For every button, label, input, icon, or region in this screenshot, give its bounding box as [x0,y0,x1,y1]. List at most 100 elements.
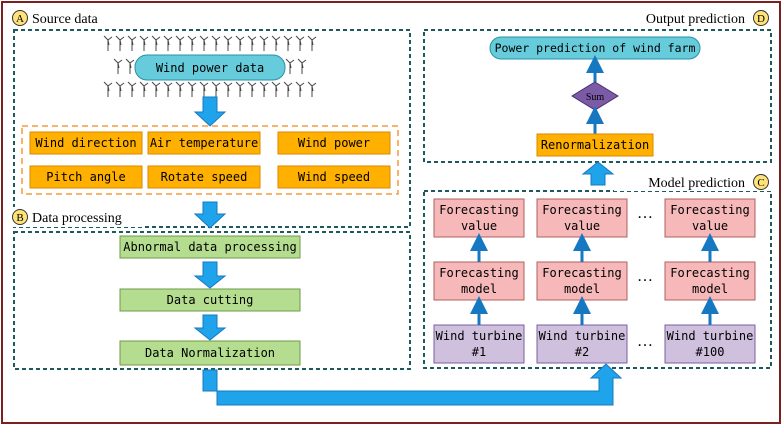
processing-section-frame [13,231,411,370]
model-section-frame [423,190,772,369]
turbine-icon [285,58,295,75]
wind-turbine-box [664,324,756,364]
turbine-icon [259,35,269,52]
forecast-model-line1: Forecasting [439,266,518,280]
turbine-icon [247,35,257,52]
source-section-frame [13,29,411,228]
label-letter-b: B [16,212,23,224]
turbine-icon [115,35,125,52]
turbine-icon [139,35,149,52]
feature-label: Wind power [298,136,370,150]
feature-box-bg [147,165,261,189]
turbine-icon [127,81,137,98]
feature-box-bg [277,165,391,189]
turbine-icon [283,35,293,52]
turbine-icon [151,81,161,98]
processing-step-label: Data cutting [167,293,254,307]
processing-step: Data Normalization [119,340,301,366]
label-circle-d [753,10,769,26]
turbine-icon [187,81,197,98]
forecast-value-line1: Forecasting [670,203,749,217]
feature-box: Wind power [277,131,391,155]
wind-power-data-label: Wind power data [156,61,264,75]
wind-turbine-line1: Wind turbine [539,329,626,343]
turbine-icon [175,81,185,98]
wind-turbine-box [536,324,628,364]
processing-step-arrow [193,261,227,289]
arrow-processing-to-model [202,363,623,406]
feature-box: Wind speed [277,165,391,189]
turbine-icon [247,81,257,98]
arrow-data-to-features [193,96,227,127]
ellipsis: … [637,333,653,350]
turbine-icon [295,35,305,52]
feature-box: Rotate speed [147,165,261,189]
feature-box-bg [277,131,391,155]
sum-label: Sum [586,92,605,103]
turbine-icon [211,35,221,52]
turbine-icon [187,35,197,52]
turbine-icon [125,58,135,75]
forecast-value-box [664,198,756,238]
label-letter-c: C [757,177,764,189]
wind-turbine-line2: #1 [472,345,486,359]
wind-turbine-line2: #100 [696,345,725,359]
turbine-icon [307,81,317,98]
feature-box-bg [29,165,143,189]
turbine-icon [259,81,269,98]
section-label-model: Model prediction C [614,173,776,191]
renormalization-label: Renormalization [541,138,649,152]
feature-boxes: Wind direction Air temperature Wind powerP… [29,131,391,189]
label-letter-a: A [16,13,24,25]
turbine-icon [283,81,293,98]
turbine-icon [223,81,233,98]
forecast-value-box [433,198,525,238]
wind-turbine-line2: #2 [575,345,589,359]
processing-step-arrow [193,314,227,341]
section-label-processing: B Data processing [4,207,144,227]
model-ellipses: … … … [637,205,653,350]
feature-label: Wind speed [298,170,370,184]
section-label-source: A Source data [4,10,104,28]
section-title-model: Model prediction [648,176,745,191]
feature-box: Air temperature [147,131,261,155]
feature-label: Wind direction [35,136,136,150]
section-title-output: Output prediction [646,12,745,27]
turbine-icon [151,35,161,52]
turbine-icon [199,35,209,52]
processing-step-label: Abnormal data processing [123,240,296,254]
forecast-model-line2: model [564,282,600,296]
feature-box-bg [29,131,143,155]
wind-turbine-box [433,324,525,364]
turbine-icon [163,81,173,98]
ellipsis: … [637,268,653,285]
feature-label: Rotate speed [161,170,248,184]
feature-label: Pitch angle [46,170,125,184]
label-letter-d: D [757,13,765,25]
renormalization-box [536,133,654,157]
feature-label: Air temperature [150,136,258,150]
turbine-icon [211,81,221,98]
label-circle-c [753,174,769,190]
features-container [21,125,399,195]
processing-step-bg [119,288,301,312]
forecast-value-line1: Forecasting [542,203,621,217]
turbine-icon [163,35,173,52]
arrow-source-to-processing [193,201,227,229]
processing-step: Abnormal data processing [119,235,301,289]
ellipsis: … [637,205,653,222]
processing-step-label: Data Normalization [145,346,275,360]
wind-turbine-line1: Wind turbine [667,329,754,343]
section-label-output: Output prediction D [604,10,776,28]
turbine-icon [139,81,149,98]
label-circle-b [12,209,28,225]
forecast-value-box [536,198,628,238]
turbine-icon [235,81,245,98]
feature-box: Pitch angle [29,165,143,189]
wind-power-data-box [134,54,286,81]
